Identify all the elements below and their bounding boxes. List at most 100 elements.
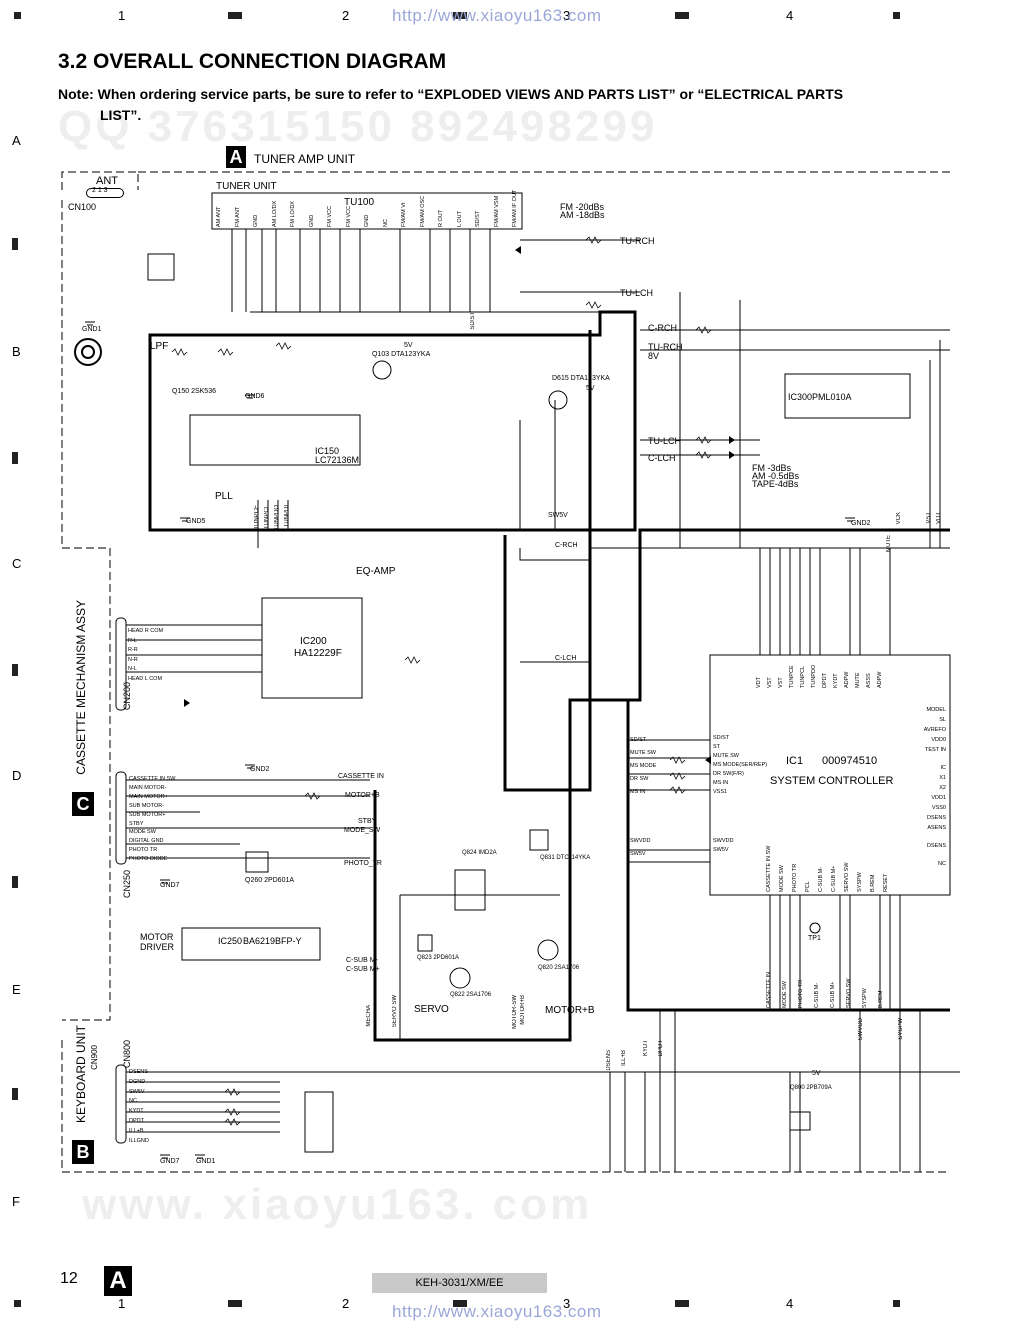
ic1-part: 000974510 bbox=[822, 755, 878, 767]
fm-level-label: FM -20dBs bbox=[560, 202, 605, 212]
ic1-name: SYSTEM CONTROLLER bbox=[770, 775, 894, 787]
q822-label: Q822 2SA1706 bbox=[450, 992, 492, 998]
footer-marker bbox=[893, 1300, 900, 1307]
ic1-bottom-net: MODE SW bbox=[782, 981, 788, 1008]
q824-label: Q824 IMD2A bbox=[462, 850, 497, 856]
ic1-bottom-pin: C-SUB M- bbox=[818, 866, 824, 892]
cn250-pin: SUB MOTOR+ bbox=[129, 811, 166, 818]
row-label-f: F bbox=[12, 1194, 20, 1209]
ic1-top-pin: TUNPDO bbox=[811, 664, 817, 688]
source-url-top[interactable]: http://www.xiaoyu163.com bbox=[392, 6, 602, 25]
cn800-pin: SW5V bbox=[129, 1088, 145, 1095]
misc-net-vck: VCK bbox=[896, 512, 902, 525]
ic1-bottom-net: SERVO SW bbox=[846, 978, 852, 1008]
ic1-top-pin: MUTE bbox=[855, 672, 861, 688]
misc-net-tunpce: TUNPCE bbox=[254, 505, 260, 530]
q260-label: Q260 2PD601A bbox=[245, 877, 295, 884]
row-label-c: C bbox=[12, 556, 22, 571]
ic1-left-pin: ST bbox=[713, 744, 721, 750]
lpf-label: LPF bbox=[150, 341, 169, 352]
ic1-left-net: DR SW bbox=[630, 776, 649, 782]
ic1-left-net: MS MODE bbox=[630, 763, 657, 769]
tuner-pin: FM VCC bbox=[345, 205, 352, 227]
ic1-right-pin-list: MODEL SL AVREFO VDD0 TEST IN IC X1 X2 VD… bbox=[900, 705, 946, 869]
note-line-1: Note: When ordering service parts, be su… bbox=[58, 86, 844, 102]
net-tu-lch-top: TU-LCH bbox=[620, 288, 653, 298]
cn800-pin: KYDT bbox=[129, 1108, 144, 1115]
ic1-right-pin: X2 bbox=[939, 785, 946, 791]
watermark-qq: QQ 376315150 892498299 bbox=[58, 102, 658, 151]
tuner-pin: R OUT bbox=[438, 209, 444, 227]
net-5v-b: 5V bbox=[586, 385, 595, 392]
cn250-pin: MODE SW bbox=[129, 829, 156, 836]
tuner-pin: FM/AM VSM bbox=[493, 195, 500, 227]
net-c-sub-m-plus: C-SUB M+ bbox=[346, 966, 380, 973]
ic1-bottom-pin: C-SUB M+ bbox=[831, 865, 837, 892]
net-gnd7-a: GND7 bbox=[160, 882, 180, 889]
level-am-bottom: AM -0.5dBs bbox=[752, 471, 800, 481]
net-8v: 8V bbox=[648, 351, 660, 361]
cn200-pin: N-R bbox=[128, 656, 138, 663]
ic1-bottom-net: PHOTO TR bbox=[798, 979, 804, 1008]
net-gnd2-a: GND2 bbox=[851, 520, 871, 527]
footer-column-3: 3 bbox=[563, 1296, 571, 1311]
ic250-label: IC250 bbox=[218, 936, 243, 946]
row-marker bbox=[12, 452, 18, 464]
q831-label: Q831 DTC114YKA bbox=[540, 855, 591, 861]
misc-net-tunpcl: TUNPCL bbox=[264, 505, 270, 530]
ic1-top-pin: VST bbox=[767, 677, 773, 688]
misc-net-vdt: VDT bbox=[936, 512, 942, 524]
row-label-e: E bbox=[12, 982, 21, 997]
misc-net-ill-b: ILL+B bbox=[621, 1050, 627, 1066]
ic1-left-net: SW5V bbox=[630, 851, 646, 857]
net-c-lch: C-LCH bbox=[555, 655, 577, 662]
ic1-top-pin: ADPW bbox=[844, 671, 850, 689]
tuner-pin: GND bbox=[308, 214, 315, 227]
net-stby: STBY bbox=[358, 818, 377, 825]
ic1-bottom-net-row: CASSETTE IN MODE SW PHOTO TR C-SUB M- C-… bbox=[766, 968, 946, 1008]
q820-label: Q820 2SA1706 bbox=[538, 965, 580, 971]
source-url-bottom[interactable]: http://www.xiaoyu163.com bbox=[392, 1302, 602, 1321]
column-number-3: 3 bbox=[563, 8, 571, 23]
misc-net-dpdt: DPDT bbox=[658, 1040, 664, 1057]
ic300-part: PML010A bbox=[812, 392, 852, 402]
ic1-right-pin: ASENS bbox=[927, 825, 946, 831]
eq-amp-label: EQ-AMP bbox=[356, 566, 396, 577]
cn200-pin-list: HEAD R COM R-L R-R N-R N-L HEAD L COM bbox=[128, 627, 163, 684]
column-number-2: 2 bbox=[342, 8, 350, 23]
column-number-4: 4 bbox=[786, 8, 794, 23]
cn250-pin: PHOTO TR bbox=[129, 847, 158, 854]
net-tu-rch-mid: TU-RCH bbox=[648, 342, 683, 352]
footer-model: KEH-3031/XM/EE bbox=[372, 1273, 547, 1293]
tuner-pin: GND bbox=[364, 214, 370, 227]
header-marker bbox=[893, 12, 900, 19]
cn800-pin: ILLGND bbox=[129, 1137, 149, 1144]
ic1-bottom-pin: PHOTO TR bbox=[792, 863, 798, 892]
ic1-bottom-pin-row: CASSETTE IN SW MODE SW PHOTO TR PCL C-SU… bbox=[766, 845, 946, 892]
ic1-top-pin: TUNPCL bbox=[800, 665, 806, 688]
ic1-left-net: SD/ST bbox=[630, 737, 647, 743]
q823-label: Q823 2PD601A bbox=[417, 955, 460, 961]
misc-net-motor-sw: MOTOR-SW bbox=[512, 995, 518, 1029]
misc-net-tunpdi: TUNPDI bbox=[284, 505, 290, 528]
ic1-label: IC1 bbox=[786, 755, 804, 767]
cn250-pin: STBY bbox=[129, 820, 144, 827]
net-gnd1: GND1 bbox=[82, 326, 102, 333]
ic1-left-net-list: SD/ST MUTE SW MS MODE DR SW MS IN SWVDD … bbox=[630, 734, 656, 861]
motor-driver-label: MOTOR DRIVER bbox=[140, 932, 175, 952]
cn100-label: CN100 bbox=[68, 202, 97, 212]
cn800-pin-list: DSENS DGND SW5V NC KYDT DPDT ILL+B ILLGN… bbox=[129, 1068, 149, 1146]
net-c-sub-m-minus: C-SUB M- bbox=[346, 957, 378, 964]
servo-label: SERVO bbox=[414, 1004, 449, 1015]
net-gnd1-b: GND1 bbox=[196, 1158, 216, 1165]
cn800-pin: DPDT bbox=[129, 1117, 144, 1124]
net-5v-a: 5V bbox=[404, 342, 413, 349]
tp1-label: TP1 bbox=[808, 935, 821, 942]
tuner-pin: AM LO/DX bbox=[271, 200, 278, 227]
page-number: 12 bbox=[60, 1270, 78, 1287]
tuner-pin: FM/AM OSC bbox=[419, 195, 426, 227]
row-marker bbox=[12, 876, 18, 888]
ic1-bottom-pin: B.REM bbox=[870, 874, 876, 892]
ic1-bottom-pin: CASSETTE IN SW bbox=[766, 845, 772, 892]
